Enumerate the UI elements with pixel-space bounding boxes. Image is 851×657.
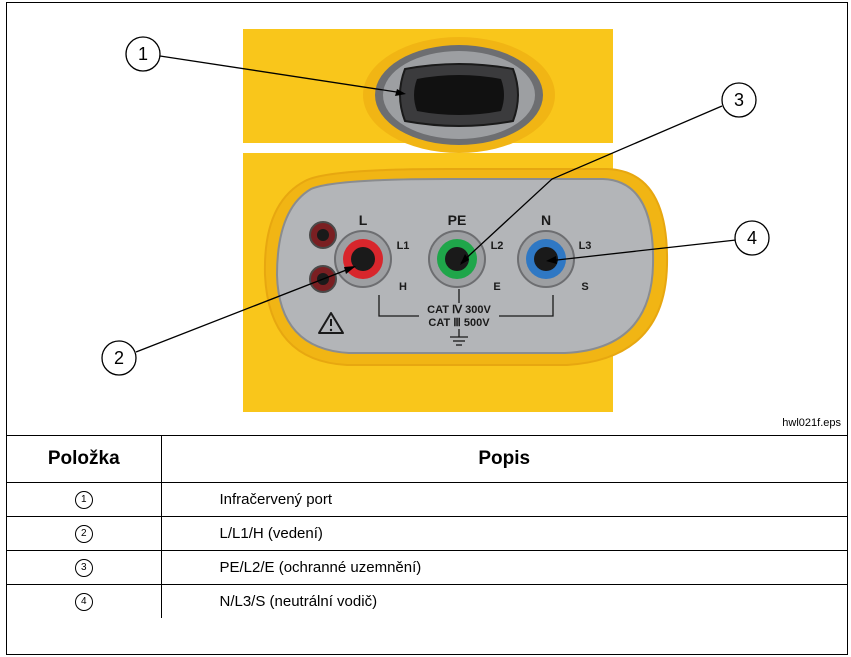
terminal-diagram: L L1 H PE L2 E N L3 S CAT Ⅳ 300V CAT Ⅲ 5… [101,29,770,412]
label-l1: L1 [397,240,410,252]
figure-frame: L L1 H PE L2 E N L3 S CAT Ⅳ 300V CAT Ⅲ 5… [6,2,848,655]
item-description: N/L3/S (neutrální vodič) [160,584,847,618]
figure-file-id: hwl021f.eps [782,417,841,429]
item-number: 3 [74,558,93,577]
item-number: 1 [74,490,93,509]
legend-table: Položka Popis 1 Infračervený port 2 L/L1… [7,435,847,618]
label-pe: PE [448,212,467,228]
callout-4: 4 [734,220,770,256]
svg-text:2: 2 [114,348,124,368]
item-description: PE/L2/E (ochranné uzemnění) [160,550,847,585]
header-description: Popis [160,435,847,483]
table-row: 2 L/L1/H (vedení) [7,516,847,551]
table-header-row: Položka Popis [7,435,847,483]
terminal-l-red [334,230,392,288]
item-description: Infračervený port [160,482,847,517]
aux-socket-upper [309,221,337,249]
item-number: 4 [74,592,93,611]
leader-4 [547,239,737,262]
terminal-n-blue [517,230,575,288]
table-row: 3 PE/L2/E (ochranné uzemnění) [7,550,847,585]
rating-bracket [378,289,554,317]
header-item: Položka [7,435,162,483]
svg-text:3: 3 [734,90,744,110]
label-n: N [541,212,551,228]
warning-icon [318,312,344,334]
leader-3 [460,105,723,264]
rating-line-1: CAT Ⅳ 300V [427,304,491,316]
svg-text:4: 4 [747,228,757,248]
leader-1 [159,55,404,94]
ground-icon [450,329,468,346]
label-l: L [359,212,368,228]
table-row: 1 Infračervený port [7,482,847,517]
ir-port-icon [399,63,519,127]
label-s: S [581,281,588,293]
callout-2: 2 [101,340,137,376]
label-l3: L3 [579,240,592,252]
label-h: H [399,281,407,293]
label-e: E [493,281,500,293]
svg-text:1: 1 [138,44,148,64]
callout-3: 3 [721,82,757,118]
label-l2: L2 [491,240,504,252]
item-description: L/L1/H (vedení) [160,516,847,551]
terminal-pe-green [428,230,486,288]
rating-line-2: CAT Ⅲ 500V [428,317,490,329]
diagram: L L1 H PE L2 E N L3 S CAT Ⅳ 300V CAT Ⅲ 5… [7,3,847,436]
table-row: 4 N/L3/S (neutrální vodič) [7,584,847,618]
callout-1: 1 [125,36,161,72]
item-number: 2 [74,524,93,543]
leader-2 [135,266,355,353]
